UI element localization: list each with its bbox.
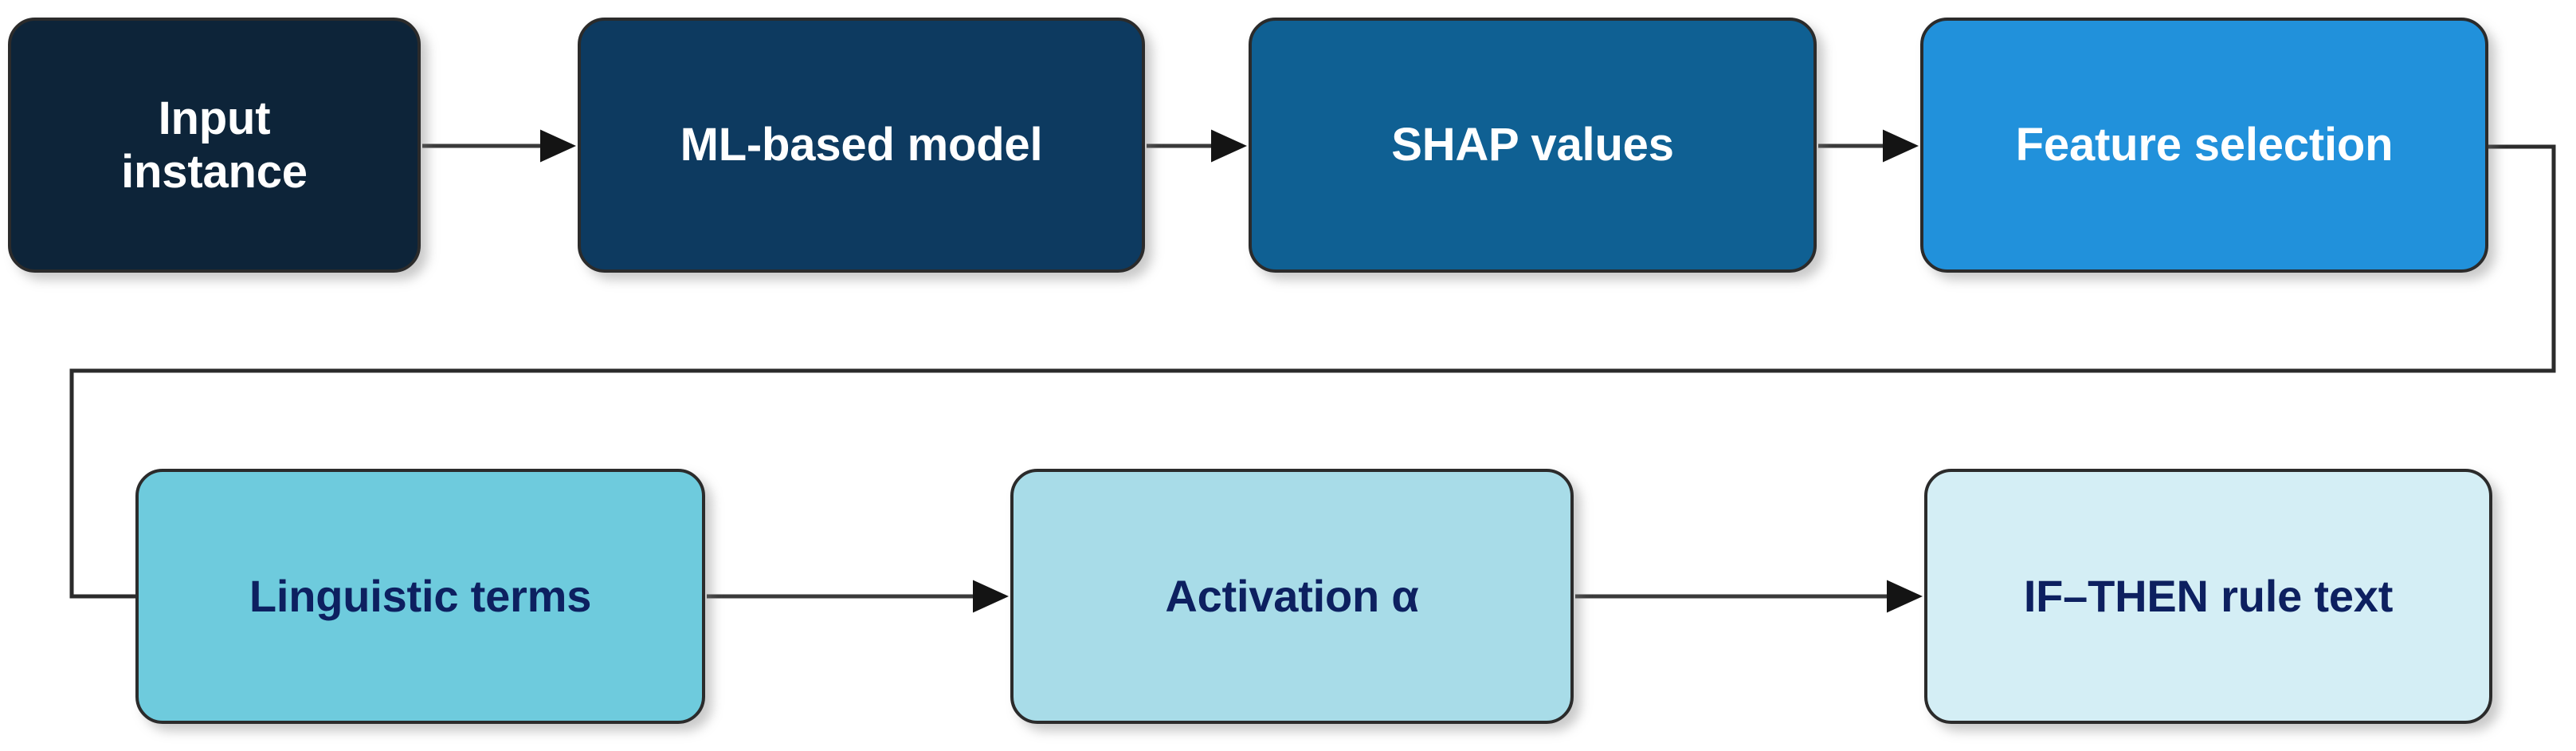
node-shap-values[interactable]: SHAP values [1249, 18, 1817, 273]
node-input-instance[interactable]: Input instance [8, 18, 421, 273]
node-linguistic-terms-label: Linguistic terms [249, 570, 592, 621]
node-rule-text-label: IF–THEN rule text [2023, 570, 2394, 621]
node-feature-selection[interactable]: Feature selection [1920, 18, 2488, 273]
node-input-instance-label: Input instance [121, 92, 308, 198]
node-ml-model[interactable]: ML-based model [578, 18, 1145, 273]
node-rule-text[interactable]: IF–THEN rule text [1924, 469, 2492, 724]
node-shap-values-label: SHAP values [1391, 119, 1674, 171]
node-feature-selection-label: Feature selection [2015, 119, 2394, 171]
node-activation-label: Activation α [1165, 570, 1419, 621]
node-linguistic-terms[interactable]: Linguistic terms [135, 469, 705, 724]
node-ml-model-label: ML-based model [680, 119, 1043, 171]
node-activation[interactable]: Activation α [1010, 469, 1574, 724]
